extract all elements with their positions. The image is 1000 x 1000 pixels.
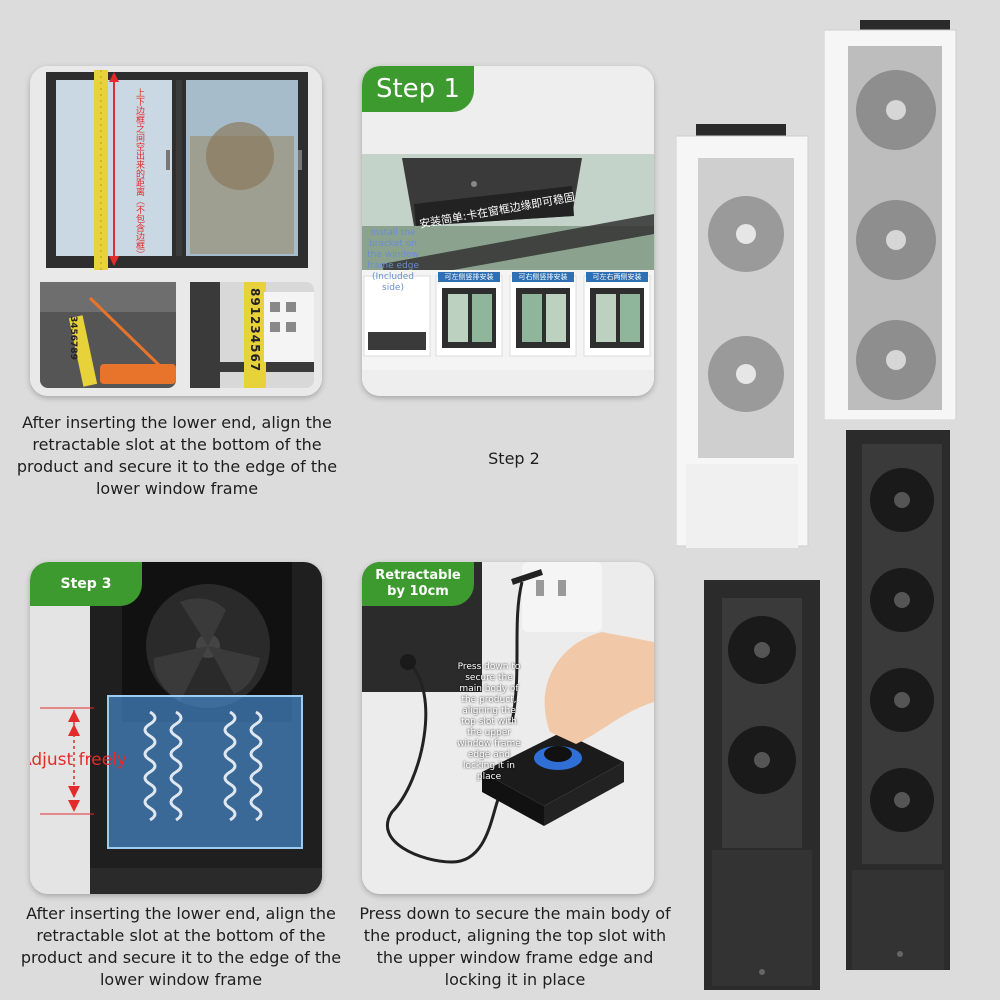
window-measure-image: [30, 66, 322, 396]
panel1-caption: After inserting the lower end, align the…: [16, 413, 338, 498]
product-black-fan-tall: [846, 430, 950, 970]
product-black-fan-short: [704, 580, 820, 990]
panel4-caption: Press down to secure the main body of th…: [359, 904, 671, 989]
thumb-label-1: 可左侧竖排安装: [444, 273, 494, 281]
retractable-badge: Retractable by 10cm: [362, 562, 474, 606]
step3-badge: Step 3: [30, 562, 142, 606]
panel-retractable: Retractable by 10cm Press down to secure…: [362, 562, 654, 894]
retractable-slot: [108, 696, 302, 848]
ruler-digits-left: 3456789: [68, 316, 78, 360]
wall-socket: [522, 562, 602, 632]
panel-step1: Step 1 安装简单:卡在窗框边缘即可稳固 Install the brack…: [362, 66, 654, 396]
speed-knob: [544, 746, 572, 762]
panel3-caption: After inserting the lower end, align the…: [20, 904, 342, 989]
bracket-install-image: [362, 66, 654, 396]
product-white-fan-short: [676, 124, 809, 548]
speed-controller-image: [362, 562, 654, 894]
bracket-overlay-text: Install the bracket on the window frame …: [366, 228, 420, 293]
tape-measure: [94, 70, 108, 270]
step1-badge: Step 1: [362, 66, 474, 112]
hand-image: [544, 632, 654, 744]
retractable-slot-image: [30, 562, 322, 894]
tape-text: 上下边框之间空出来的距离（不包含边框）: [134, 88, 144, 259]
thumb-label-3: 可左右两侧安装: [592, 273, 642, 281]
product-white-fan-tall: [824, 20, 957, 420]
adjust-freely-label: Adjust freely: [30, 750, 127, 770]
panel-window-measurement: 上下边框之间空出来的距离（不包含边框） 3456789 891234567: [30, 66, 322, 396]
panel2-caption: Step 2: [488, 449, 540, 468]
panel-step3: Step 3 Adjust freely: [30, 562, 322, 894]
spring-coils: [143, 710, 263, 822]
ruler-digits-right: 891234567: [248, 288, 262, 373]
thumb-label-2: 可右侧竖排安装: [518, 273, 568, 281]
controller-overlay-text: Press down to secure the main body of th…: [457, 662, 521, 782]
